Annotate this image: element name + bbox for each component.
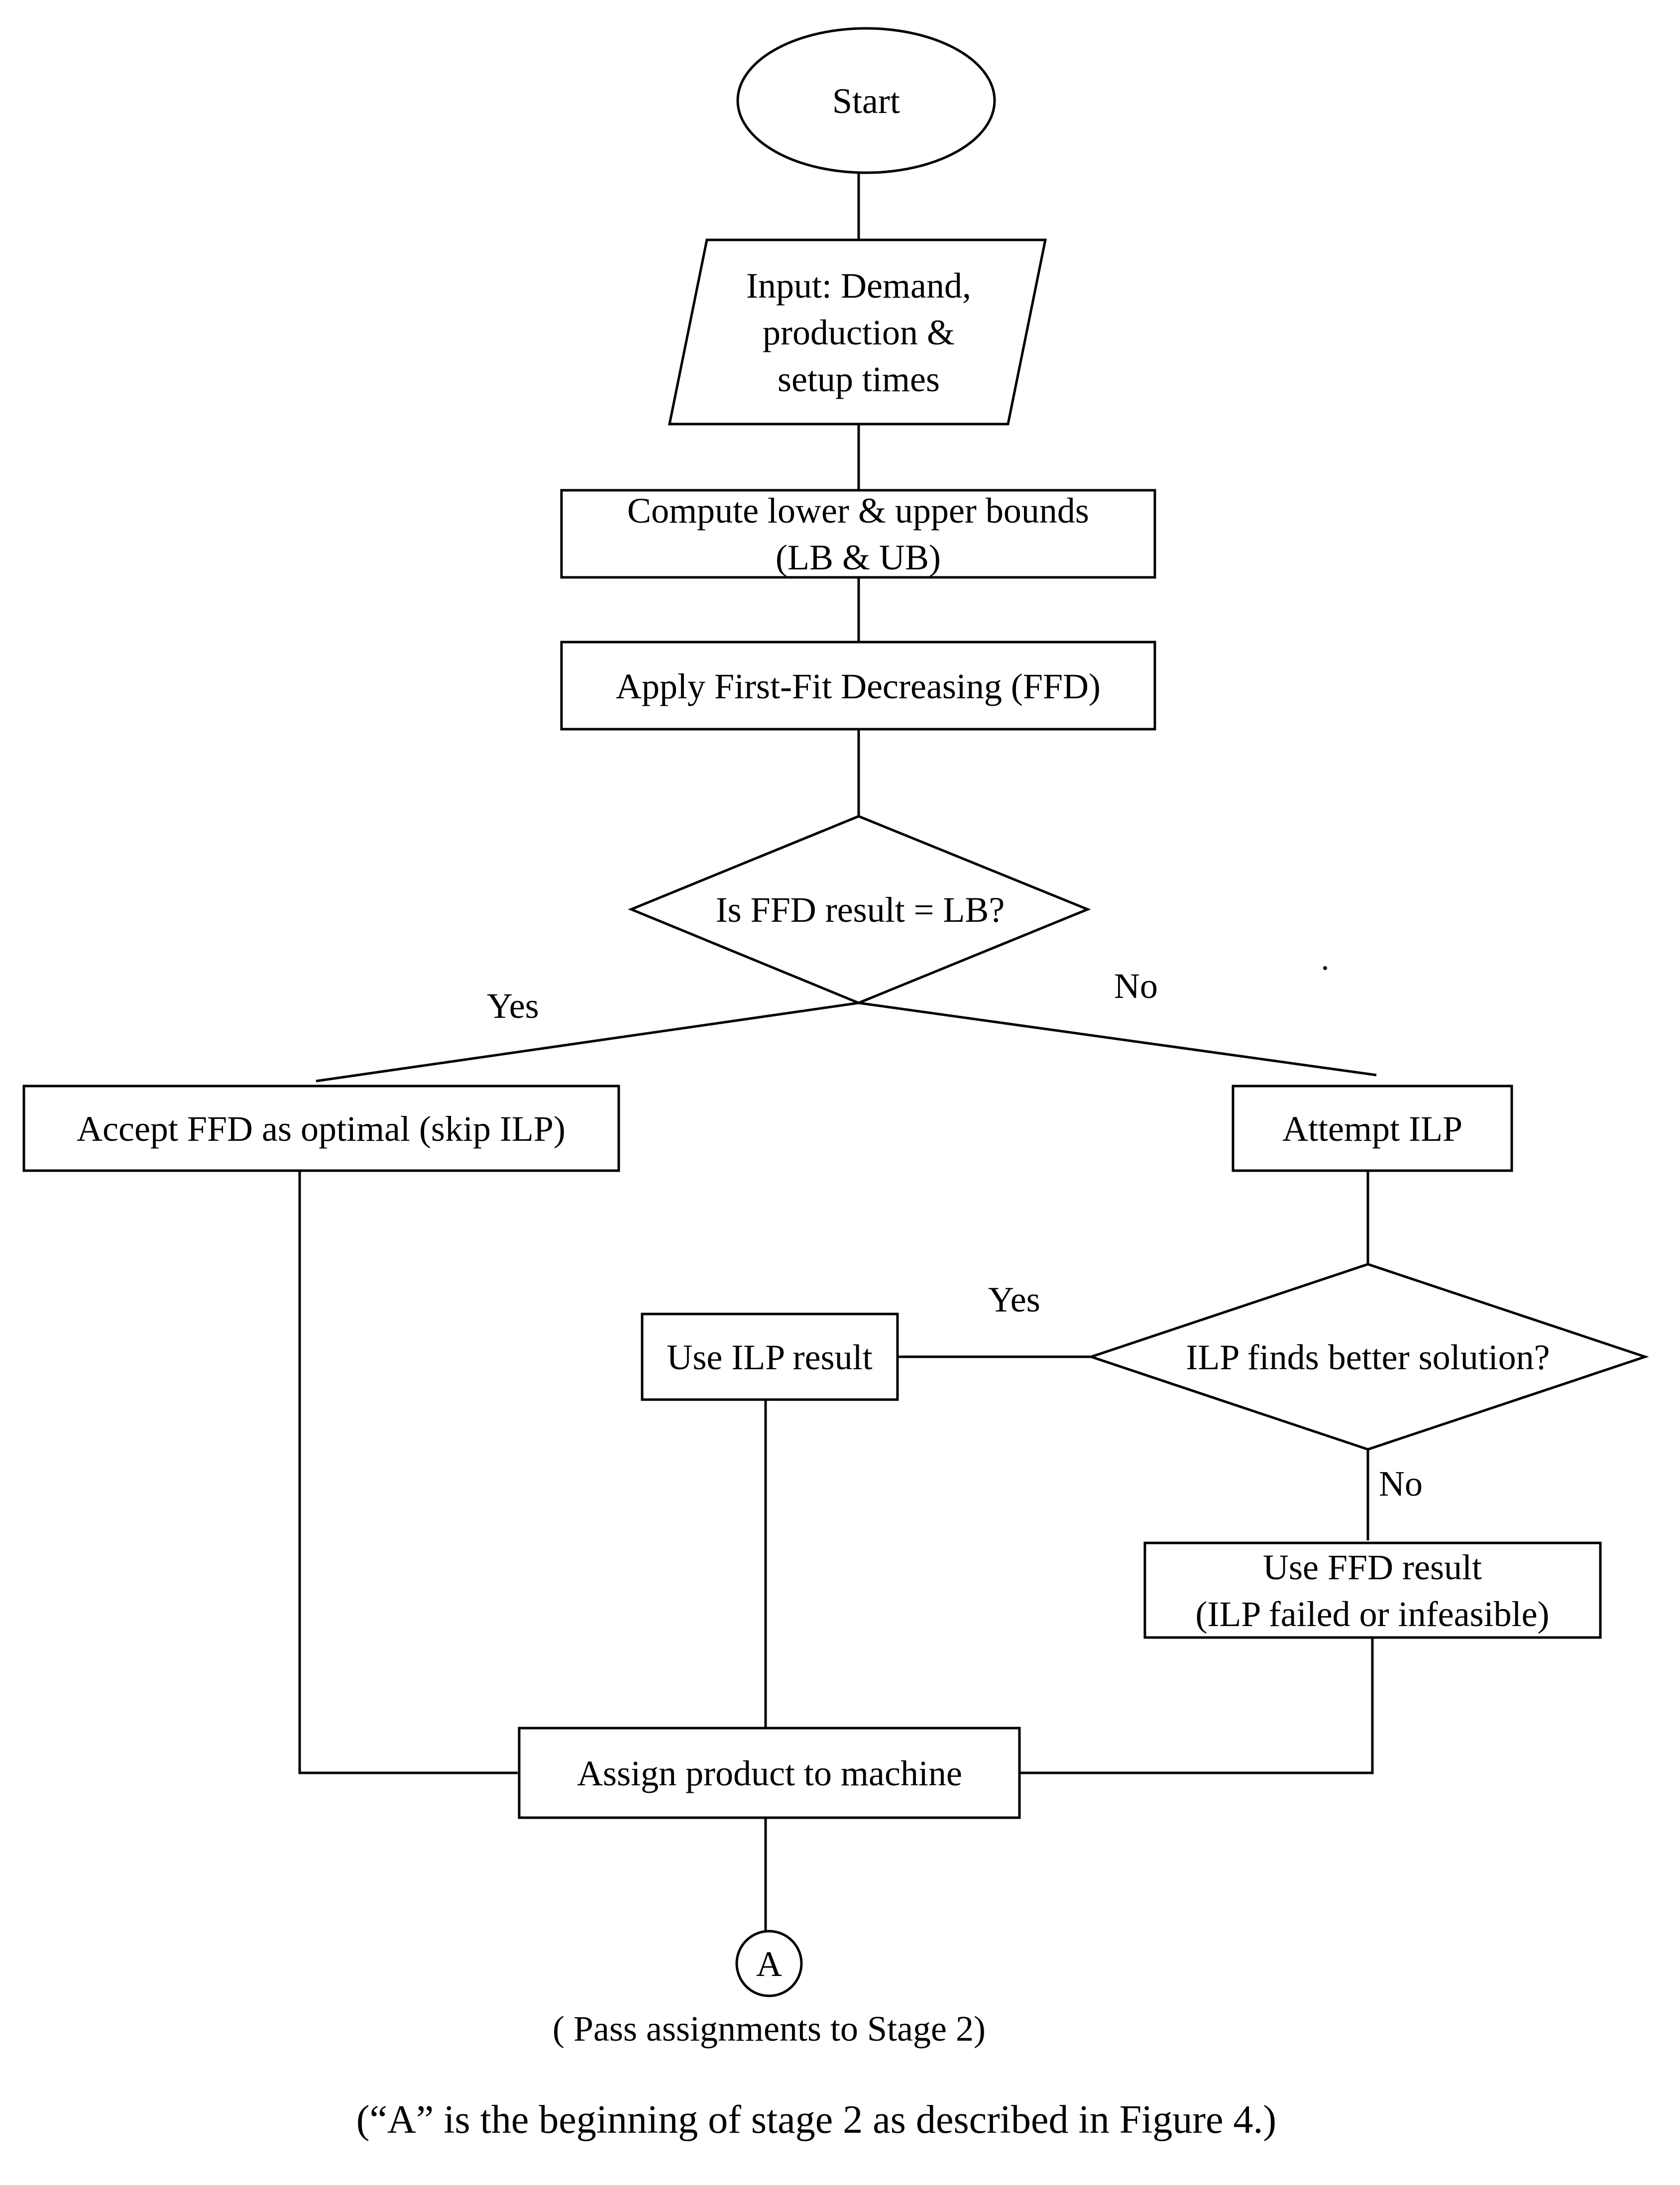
- use-ffd-label: Use FFD result (ILP failed or infeasible): [1195, 1547, 1549, 1634]
- assign-node: Assign product to machine: [518, 1727, 1021, 1819]
- edges: [298, 173, 1377, 1931]
- ffd-box: [560, 641, 1156, 731]
- label-line: Input: Demand,: [746, 266, 971, 306]
- bounds-node: Compute lower & upper bounds (LB & UB): [560, 489, 1156, 579]
- assign-box: [518, 1727, 1021, 1819]
- use-ilp-label: Use ILP result: [667, 1337, 872, 1377]
- label-line: ILP finds better solution?: [1186, 1337, 1550, 1377]
- decision1-label: Is FFD result = LB?: [716, 890, 1005, 930]
- connector-node: A: [735, 1930, 803, 1997]
- decision2-label: ILP finds better solution?: [1186, 1337, 1550, 1377]
- edge-accept-to-assign: [298, 1171, 518, 1774]
- use-ffd-box: [1143, 1541, 1602, 1639]
- stray-dot: [1323, 966, 1327, 970]
- label-line: Attempt ILP: [1282, 1109, 1462, 1149]
- attempt-node: Attempt ILP: [1232, 1085, 1513, 1172]
- decision2-node: ILP finds better solution?: [1087, 1263, 1649, 1451]
- decision1-diamond: [628, 815, 1091, 1004]
- label-line: A: [756, 1944, 782, 1984]
- label-line: (ILP failed or infeasible): [1195, 1594, 1549, 1634]
- decision1-yes-label: Yes: [487, 986, 539, 1026]
- label-line: Start: [832, 81, 900, 121]
- input-node: Input: Demand, production & setup times: [668, 238, 1047, 426]
- connector-label: A: [756, 1944, 782, 1984]
- label-line: (LB & UB): [776, 538, 941, 577]
- accept-label: Accept FFD as optimal (skip ILP): [77, 1109, 565, 1149]
- label-line: production &: [763, 313, 955, 352]
- decision2-yes-label: Yes: [988, 1280, 1040, 1319]
- label-line: Use ILP result: [667, 1337, 872, 1377]
- use-ilp-box: [641, 1312, 899, 1401]
- label-line: Use FFD result: [1263, 1547, 1482, 1587]
- label-line: setup times: [778, 359, 940, 399]
- label-line: Accept FFD as optimal (skip ILP): [77, 1109, 565, 1149]
- accept-node: Accept FFD as optimal (skip ILP): [22, 1085, 620, 1172]
- edge-decision1-no: [858, 1001, 1377, 1077]
- start-terminator: [736, 27, 996, 174]
- attempt-label: Attempt ILP: [1282, 1109, 1462, 1149]
- figure-caption: (“A” is the beginning of stage 2 as desc…: [356, 2098, 1276, 2142]
- label-line: Apply First-Fit Decreasing (FFD): [616, 666, 1101, 706]
- assign-label: Assign product to machine: [577, 1753, 962, 1793]
- use-ffd-node: Use FFD result (ILP failed or infeasible): [1143, 1541, 1602, 1639]
- input-label: Input: Demand, production & setup times: [746, 266, 971, 399]
- bounds-label: Compute lower & upper bounds (LB & UB): [627, 491, 1089, 577]
- ffd-node: Apply First-Fit Decreasing (FFD): [560, 641, 1156, 731]
- connector-circle: [735, 1930, 803, 1997]
- ffd-label: Apply First-Fit Decreasing (FFD): [616, 666, 1101, 706]
- pass-note: ( Pass assignments to Stage 2): [553, 2009, 986, 2049]
- label-line: Is FFD result = LB?: [716, 890, 1005, 930]
- decision1-node: Is FFD result = LB?: [628, 815, 1091, 1004]
- label-line: Assign product to machine: [577, 1753, 962, 1793]
- bounds-box: [560, 489, 1156, 579]
- label-line: Compute lower & upper bounds: [627, 491, 1089, 531]
- edge-use-ffd-to-assign: [1020, 1638, 1374, 1774]
- use-ilp-node: Use ILP result: [641, 1312, 899, 1401]
- edge-decision1-yes: [316, 1001, 859, 1083]
- decision2-no-label: No: [1379, 1464, 1423, 1504]
- attempt-box: [1232, 1085, 1513, 1172]
- start-node: Start: [736, 27, 996, 174]
- accept-box: [22, 1085, 620, 1172]
- input-parallelogram: [668, 238, 1047, 426]
- start-label: Start: [832, 81, 900, 121]
- decision1-no-label: No: [1114, 966, 1158, 1006]
- decision2-diamond: [1087, 1263, 1649, 1451]
